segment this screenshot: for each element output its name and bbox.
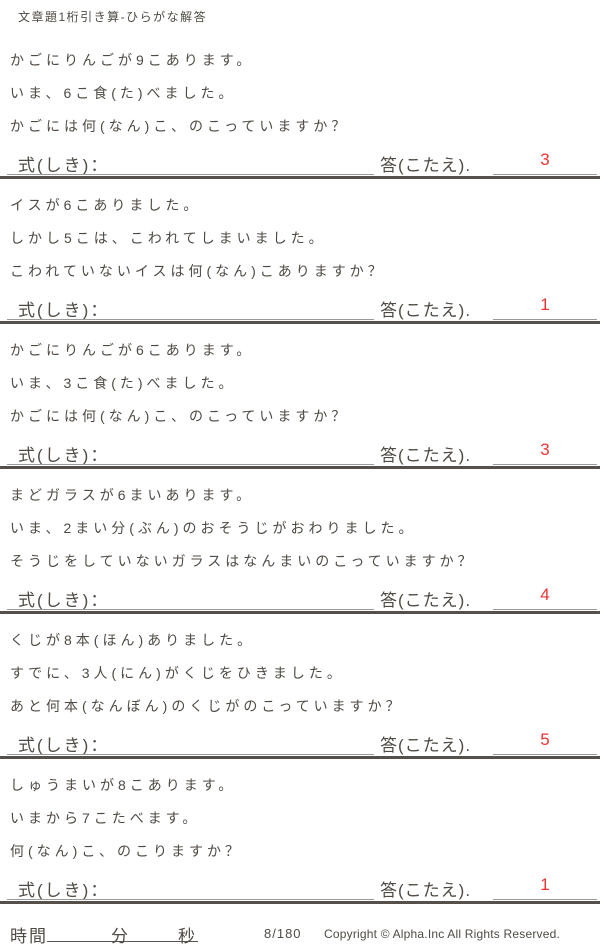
- expression-label: 式(しき)：: [18, 301, 110, 320]
- answer-blank-line: [493, 899, 597, 900]
- footer: 時間 分 秒 8/180 Copyright © Alpha.Inc All R…: [0, 910, 600, 949]
- problem-line: いま、6こ食(た)べました。: [10, 85, 237, 101]
- problem-separator-line: [0, 756, 600, 759]
- page-title: 文章題1桁引き算-ひらがな解答: [18, 10, 208, 24]
- problem-separator-line: [0, 901, 600, 904]
- problem-list: かごにりんごが9こあります。 いま、6こ食(た)べました。 かごには何(なん)こ…: [0, 40, 600, 910]
- problem-line: まどガラスが6まいあります。: [10, 487, 255, 503]
- problem-separator-line: [0, 176, 600, 179]
- problem-block-3: かごにりんごが6こあります。 いま、3こ食(た)べました。 かごには何(なん)こ…: [0, 330, 600, 475]
- problem-line: かごにりんごが6こあります。: [10, 342, 255, 358]
- answer-label: 答(こたえ).: [380, 591, 472, 610]
- problem-separator-line: [0, 611, 600, 614]
- problem-line: かごにりんごが9こあります。: [10, 52, 255, 68]
- expression-label: 式(しき)：: [18, 591, 110, 610]
- problem-block-5: くじが8本(ほん)ありました。 すでに、3人(にん)がくじをひきました。 あと何…: [0, 620, 600, 765]
- problem-line: かごには何(なん)こ、のこっていますか？: [10, 408, 350, 424]
- problem-line: くじが8本(ほん)ありました。: [10, 632, 256, 648]
- problem-block-6: しゅうまいが8こあります。 いまから7こたべます。 何(なん)こ、のこりますか？…: [0, 765, 600, 910]
- problem-line: いまから7こたべます。: [10, 810, 201, 826]
- expression-blank-line: [7, 754, 374, 755]
- problem-line: いま、3こ食(た)べました。: [10, 375, 237, 391]
- answer-label: 答(こたえ).: [380, 736, 472, 755]
- problem-separator-line: [0, 466, 600, 469]
- expression-blank-line: [7, 464, 374, 465]
- expression-label: 式(しき)：: [18, 881, 110, 900]
- expression-label: 式(しき)：: [18, 446, 110, 465]
- answer-value: 1: [540, 295, 550, 314]
- problem-line: イスが6こありました。: [10, 197, 202, 213]
- time-blank-line: [47, 941, 198, 942]
- answer-label: 答(こたえ).: [380, 156, 472, 175]
- answer-blank-line: [493, 754, 597, 755]
- answer-label: 答(こたえ).: [380, 881, 472, 900]
- time-label: 時間: [10, 927, 48, 946]
- expression-label: 式(しき)：: [18, 736, 110, 755]
- expression-blank-line: [7, 899, 374, 900]
- problem-block-1: かごにりんごが9こあります。 いま、6こ食(た)べました。 かごには何(なん)こ…: [0, 40, 600, 185]
- answer-value: 3: [540, 440, 550, 459]
- problem-block-4: まどガラスが6まいあります。 いま、2まい分(ぶん)のおそうじがおわりました。 …: [0, 475, 600, 620]
- problem-block-2: イスが6こありました。 しかし5こは、こわれてしまいました。 こわれていないイス…: [0, 185, 600, 330]
- answer-value: 4: [540, 585, 550, 604]
- problem-line: 何(なん)こ、のこりますか？: [10, 843, 244, 859]
- problem-line: こわれていないイスは何(なん)こありますか？: [10, 263, 386, 279]
- problem-line: あと何本(なんぼん)のくじがのこっていますか？: [10, 698, 404, 714]
- answer-value: 1: [540, 875, 550, 894]
- problem-line: そうじをしていないガラスはなんまいのこっていますか？: [10, 553, 476, 569]
- problem-line: しゅうまいが8こあります。: [10, 777, 237, 793]
- answer-label: 答(こたえ).: [380, 301, 472, 320]
- answer-blank-line: [493, 464, 597, 465]
- seconds-label: 秒: [178, 927, 195, 946]
- problem-separator-line: [0, 321, 600, 324]
- problem-line: かごには何(なん)こ、のこっていますか？: [10, 118, 350, 134]
- problem-line: すでに、3人(にん)がくじをひきました。: [10, 665, 345, 681]
- minutes-label: 分: [111, 927, 128, 946]
- expression-blank-line: [7, 319, 374, 320]
- problem-line: いま、2まい分(ぶん)のおそうじがおわりました。: [10, 520, 417, 536]
- problem-line: しかし5こは、こわれてしまいました。: [10, 230, 327, 246]
- answer-blank-line: [493, 609, 597, 610]
- expression-blank-line: [7, 174, 374, 175]
- copyright-text: Copyright © Alpha.Inc All Rights Reserve…: [324, 927, 561, 941]
- page-number: 8/180: [264, 926, 302, 941]
- expression-label: 式(しき)：: [18, 156, 110, 175]
- answer-value: 5: [540, 730, 550, 749]
- answer-blank-line: [493, 319, 597, 320]
- answer-value: 3: [540, 150, 550, 169]
- answer-blank-line: [493, 174, 597, 175]
- answer-label: 答(こたえ).: [380, 446, 472, 465]
- expression-blank-line: [7, 609, 374, 610]
